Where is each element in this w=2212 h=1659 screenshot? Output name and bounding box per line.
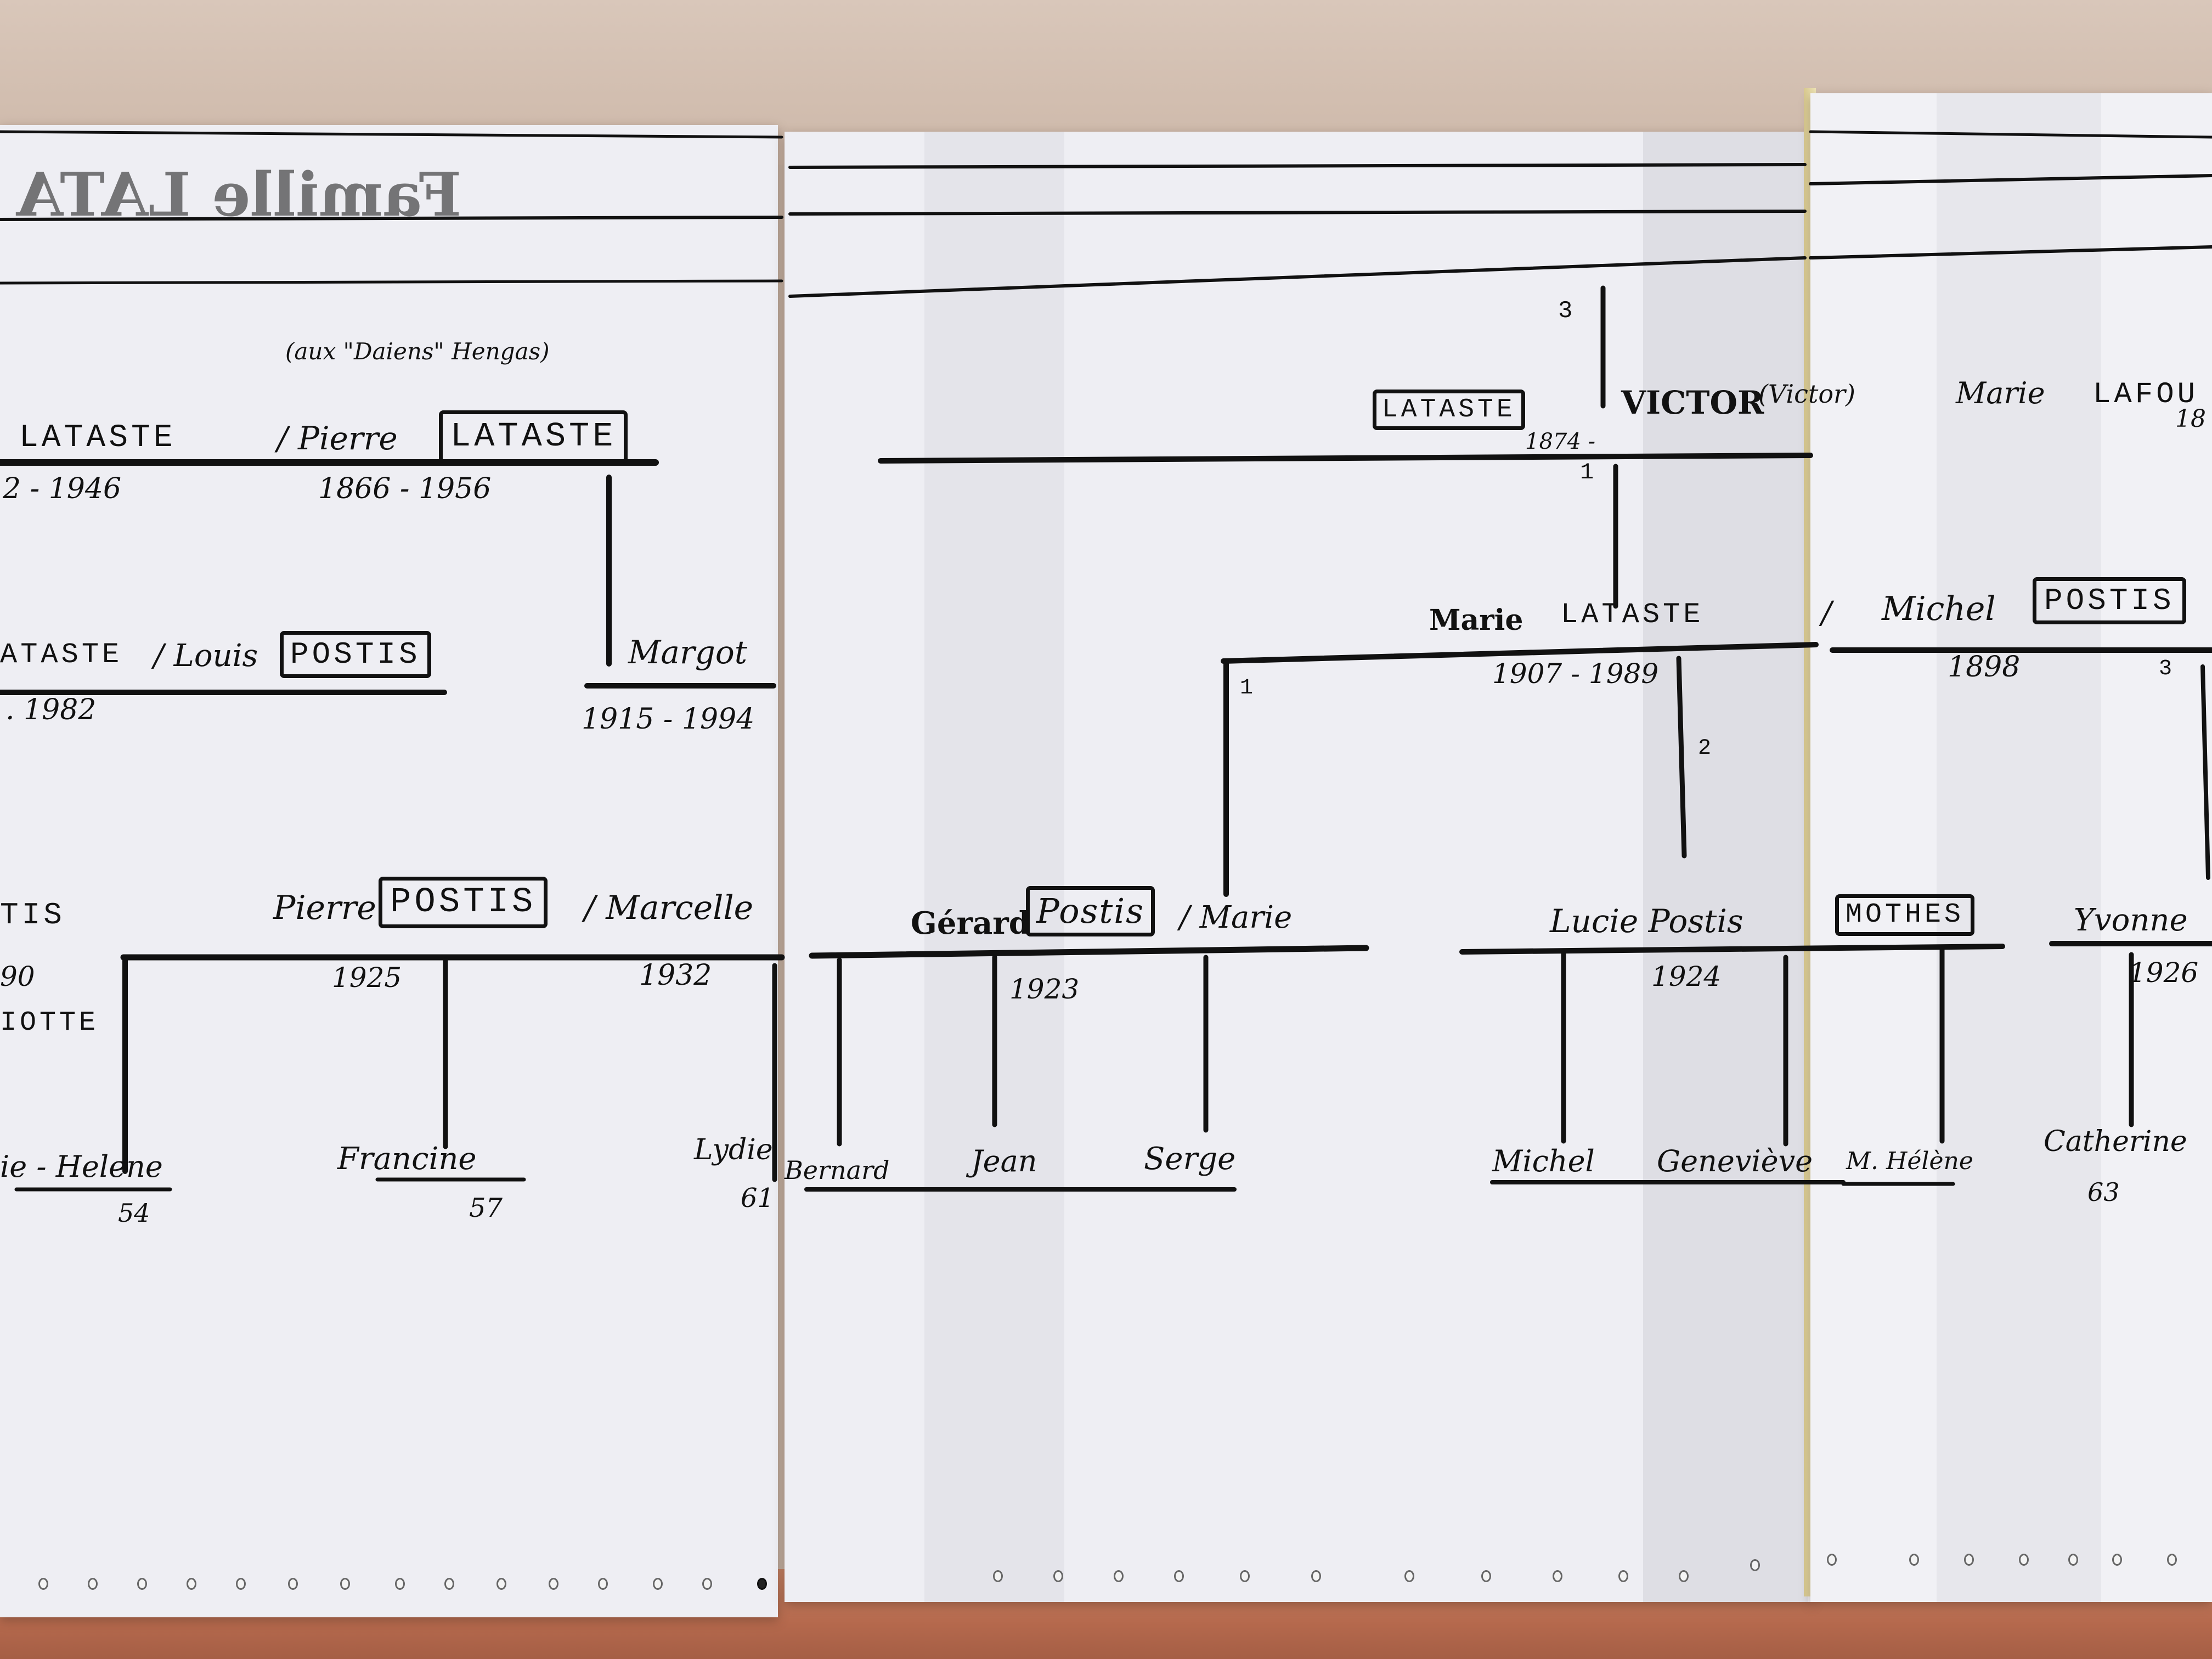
spouse-iotte: IOTTE	[0, 1007, 99, 1039]
child-marie-helene: ie - Helene	[0, 1149, 163, 1184]
surname-box-postis-gerard: Postis	[1026, 886, 1155, 936]
child-catherine-dates: 63	[2087, 1177, 2120, 1207]
lucie-dates: 1924	[1651, 961, 1722, 992]
paper-sheet-right	[1810, 93, 2212, 1602]
child-bernard: Bernard	[785, 1155, 890, 1185]
victor-dates: 1874 -	[1525, 429, 1596, 454]
child-marie-helene-dates: 54	[118, 1198, 150, 1228]
pierre-dates: 1925	[332, 962, 402, 994]
child-lydie: Lydie	[694, 1133, 773, 1166]
michel-dates: 1898	[1948, 651, 2021, 684]
victor-note: (Victor)	[1758, 379, 1855, 409]
order-marie: 1	[1580, 459, 1598, 486]
child-order-2: 2	[1698, 736, 1715, 761]
child-order-1: 1	[1240, 676, 1257, 701]
gerard-given: Gérard	[911, 905, 1030, 941]
surname-box-lataste-victor: LATASTE	[1373, 390, 1525, 430]
child-francine-dates: 57	[469, 1193, 503, 1223]
paper-sheet-left	[0, 125, 778, 1617]
surname-box-postis-louis: POSTIS	[280, 631, 431, 678]
note-location: (aux "Daiens" Hengas)	[285, 338, 550, 365]
marie-lafou-given: Marie	[1956, 376, 2045, 410]
marcelle-dates: 1932	[639, 959, 712, 992]
yvonne-dates: 1926	[2129, 957, 2199, 989]
pierre-given: Pierre	[273, 889, 376, 927]
dates-pierre: 1866 - 1956	[318, 472, 492, 505]
dates-louis: . 1982	[5, 693, 97, 726]
order-victor: 3	[1558, 297, 1576, 325]
surname-box-postis-pierre: POSTIS	[379, 877, 548, 928]
spouse-marcelle: / Marcelle	[584, 889, 754, 927]
child-jean: Jean	[971, 1144, 1037, 1178]
marie-lafou-surname: LAFOU	[2093, 378, 2199, 411]
child-michel: Michel	[1492, 1144, 1595, 1178]
child-francine: Francine	[337, 1141, 477, 1177]
child-m-helene: M. Hélène	[1846, 1147, 1973, 1175]
child-lydie-dates: 61	[741, 1183, 775, 1214]
lucie-name: Lucie Postis	[1550, 902, 1743, 940]
spouse-pierre: / Pierre	[277, 420, 398, 457]
person-ataste: ATASTE	[0, 639, 123, 671]
gerard-dates: 1923	[1009, 973, 1080, 1005]
spouse-louis: / Louis	[154, 638, 258, 674]
yvonne-name: Yvonne	[2074, 902, 2188, 938]
mirrored-title: Famille LATA	[16, 159, 462, 230]
michel-given: Michel	[1882, 590, 1996, 628]
child-serge: Serge	[1144, 1141, 1236, 1177]
margot-dates: 1915 - 1994	[582, 703, 755, 736]
surname-box-postis-michel: POSTIS	[2033, 577, 2186, 624]
paper-sheet-middle	[785, 132, 1813, 1602]
dates-lataste-left: 2 - 1946	[3, 472, 122, 505]
victor-name: VICTOR	[1621, 384, 1764, 421]
spouse-marie-gerard: / Marie	[1180, 900, 1293, 935]
marie-surname: LATASTE	[1561, 599, 1704, 631]
marie-given: Marie	[1429, 603, 1523, 637]
margot-name: Margot	[628, 634, 748, 671]
surname-box-lataste: LATASTE	[439, 410, 628, 463]
child-catherine: Catherine	[2044, 1125, 2187, 1158]
person-lataste-left: LATASTE	[19, 420, 176, 456]
surname-box-mothes: MOTHES	[1835, 894, 1975, 936]
person-tis: TIS	[0, 898, 65, 933]
child-order-3: 3	[2159, 657, 2176, 681]
child-genevieve: Geneviève	[1657, 1144, 1813, 1178]
dates-tis: 90	[0, 961, 35, 992]
michel-sep: /	[1821, 595, 1832, 631]
marie-dates: 1907 - 1989	[1492, 658, 1659, 690]
marie-lafou-dates: 18	[2175, 405, 2206, 433]
